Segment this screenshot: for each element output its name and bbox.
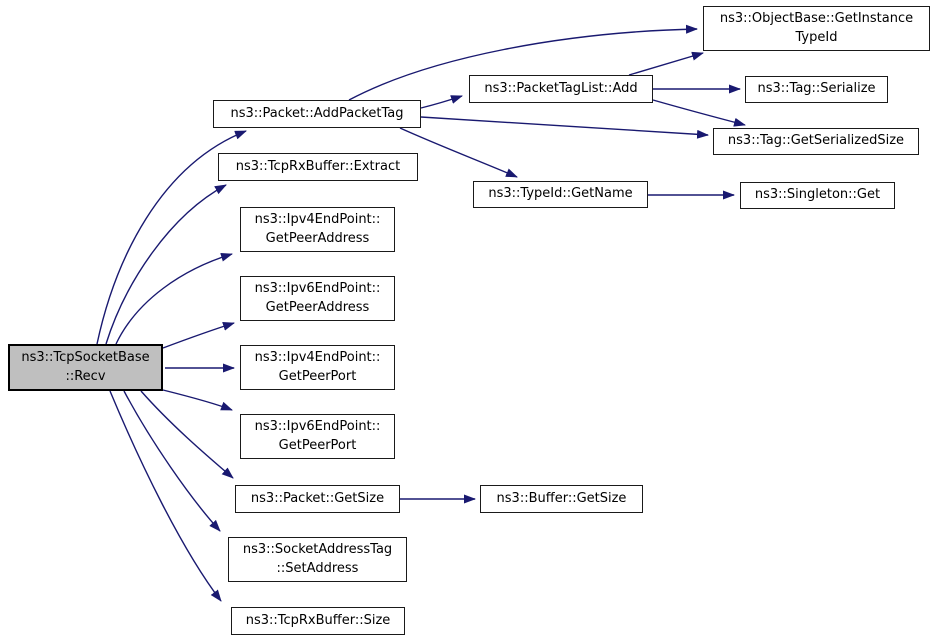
edge-recv-to-extract bbox=[105, 184, 227, 345]
edge-recv-to-ipv6getpeerport bbox=[162, 389, 233, 411]
node-label: ns3::Ipv4EndPoint:: bbox=[254, 349, 381, 365]
edge-recv-to-ipv4getpeeraddress bbox=[115, 252, 233, 345]
node-singleton-get[interactable]: ns3::Singleton::Get bbox=[740, 182, 895, 209]
edge-addpackettag-to-packettaglistadd bbox=[420, 95, 463, 109]
edge-recv-to-setaddress bbox=[123, 390, 221, 532]
edge-recv-to-ipv6getpeeraddress bbox=[162, 322, 235, 349]
node-label: GetPeerAddress bbox=[265, 299, 370, 315]
edge-recv-to-tcprxbuffersize bbox=[109, 390, 222, 602]
node-ipv4endpoint-getpeerport[interactable]: ns3::Ipv4EndPoint:: GetPeerPort bbox=[240, 345, 395, 390]
node-objectbase-getinstancetypeid[interactable]: ns3::ObjectBase::GetInstance TypeId bbox=[703, 6, 930, 51]
node-label: ns3::TypeId::GetName bbox=[488, 186, 633, 202]
node-label: TypeId bbox=[795, 29, 838, 45]
node-socketaddresstag-setaddress[interactable]: ns3::SocketAddressTag ::SetAddress bbox=[228, 537, 407, 582]
edge-addpackettag-to-getserializedsize bbox=[420, 116, 709, 139]
node-label: ns3::PacketTagList::Add bbox=[484, 80, 638, 96]
node-tcprxbuffer-extract[interactable]: ns3::TcpRxBuffer::Extract bbox=[218, 153, 418, 181]
node-ipv6endpoint-getpeerport[interactable]: ns3::Ipv6EndPoint:: GetPeerPort bbox=[240, 414, 395, 459]
node-label: ::Recv bbox=[65, 368, 106, 384]
node-tcprxbuffer-size[interactable]: ns3::TcpRxBuffer::Size bbox=[231, 607, 405, 635]
node-ipv6endpoint-getpeeraddress[interactable]: ns3::Ipv6EndPoint:: GetPeerAddress bbox=[240, 276, 395, 321]
node-label: ns3::ObjectBase::GetInstance bbox=[719, 10, 914, 26]
node-buffer-getsize[interactable]: ns3::Buffer::GetSize bbox=[480, 485, 643, 513]
node-packet-getsize[interactable]: ns3::Packet::GetSize bbox=[235, 485, 400, 513]
node-packettaglist-add[interactable]: ns3::PacketTagList::Add bbox=[469, 75, 653, 103]
node-tcpsocketbase-recv: ns3::TcpSocketBase ::Recv bbox=[8, 344, 163, 391]
node-typeid-getname[interactable]: ns3::TypeId::GetName bbox=[473, 181, 648, 208]
node-label: ::SetAddress bbox=[276, 560, 359, 576]
node-label: ns3::TcpRxBuffer::Extract bbox=[235, 158, 401, 174]
edge-packettaglistadd-to-getserializedsize bbox=[652, 99, 746, 127]
node-label: GetPeerAddress bbox=[265, 230, 370, 246]
edge-packettaglistadd-to-getinstancetypeid bbox=[628, 51, 704, 76]
node-tag-getserializedsize[interactable]: ns3::Tag::GetSerializedSize bbox=[713, 128, 919, 155]
node-label: ns3::Ipv6EndPoint:: bbox=[254, 418, 381, 434]
node-label: ns3::Buffer::GetSize bbox=[496, 490, 627, 506]
node-label: ns3::Packet::AddPacketTag bbox=[230, 105, 404, 121]
edge-recv-to-addpackettag bbox=[96, 130, 247, 345]
edge-recv-to-packetgetsize bbox=[140, 390, 234, 479]
edge-addpackettag-to-typeidgetname bbox=[399, 127, 518, 178]
node-ipv4endpoint-getpeeraddress[interactable]: ns3::Ipv4EndPoint:: GetPeerAddress bbox=[240, 207, 395, 252]
node-label: ns3::Packet::GetSize bbox=[250, 490, 385, 506]
node-label: ns3::Tag::GetSerializedSize bbox=[727, 133, 905, 149]
node-label: GetPeerPort bbox=[278, 368, 357, 384]
node-label: ns3::TcpSocketBase bbox=[21, 349, 150, 365]
node-packet-addpackettag[interactable]: ns3::Packet::AddPacketTag bbox=[213, 100, 421, 128]
node-label: ns3::Ipv6EndPoint:: bbox=[254, 280, 381, 296]
edge-addpackettag-to-getinstancetypeid bbox=[348, 24, 698, 101]
node-label: ns3::Tag::Serialize bbox=[757, 81, 876, 97]
node-label: ns3::Singleton::Get bbox=[754, 187, 881, 203]
node-label: ns3::TcpRxBuffer::Size bbox=[245, 612, 391, 628]
node-label: GetPeerPort bbox=[278, 437, 357, 453]
node-tag-serialize[interactable]: ns3::Tag::Serialize bbox=[745, 76, 888, 103]
node-label: ns3::Ipv4EndPoint:: bbox=[254, 211, 381, 227]
node-label: ns3::SocketAddressTag bbox=[242, 541, 393, 557]
